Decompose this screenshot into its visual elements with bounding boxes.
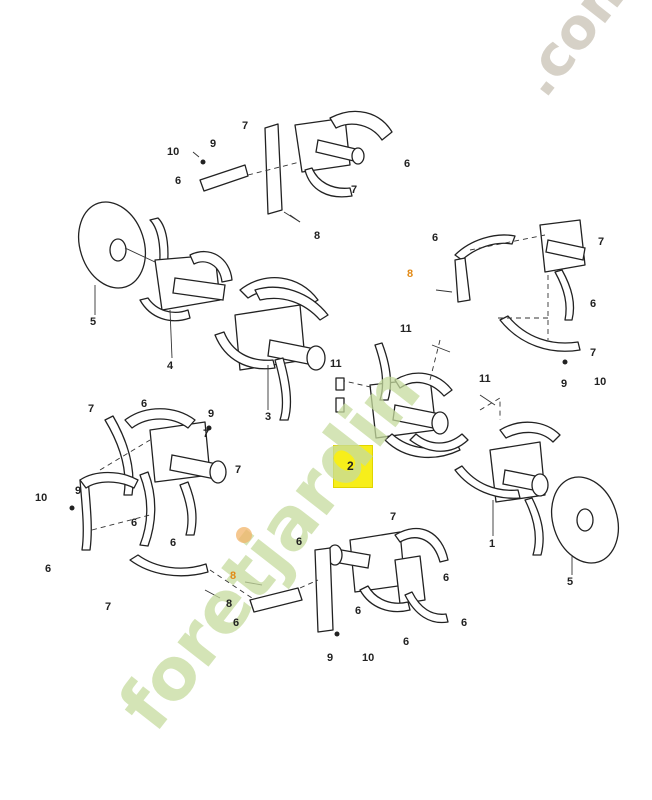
rotor-part-3 [214,277,329,421]
callout-10-bottom: 10 [362,652,375,664]
callout-6-right-mid: 6 [590,298,597,310]
callout-3: 3 [265,411,272,423]
callout-7-right-lower: 7 [590,347,597,359]
callout-6-top-left: 6 [175,175,182,187]
callout-7-left: 7 [88,403,95,415]
callout-10-left: 10 [35,492,48,504]
callout-8-bottom: 8 [226,598,233,610]
callout-6-bottom-c: 6 [233,617,240,629]
callout-11-mid: 11 [330,358,342,370]
callout-6-left-b: 6 [131,517,138,529]
callout-5-left: 5 [90,316,97,328]
callout-7-left-b: 7 [203,428,210,440]
rotor-part-1 [454,421,561,556]
callout-7-top: 7 [242,120,249,132]
callout-8-bottom-highlight: 8 [230,570,237,582]
callout-6-bottom-a: 6 [296,536,303,548]
callout-5-right: 5 [567,576,574,588]
callout-1: 1 [489,538,496,550]
callout-6-left-c: 6 [45,563,52,575]
callout-11-right: 11 [479,373,491,385]
callout-6-top-right: 6 [404,158,411,170]
callout-10-top: 10 [167,146,180,158]
callout-6-bottom-f: 6 [403,636,410,648]
callout-4: 4 [167,360,174,372]
callout-6-left-d: 6 [170,537,177,549]
callout-6-bottom-e: 6 [461,617,468,629]
callout-9-left: 9 [75,485,82,497]
callout-7-left-c: 7 [235,464,242,476]
rotor-part-2[interactable] [335,339,501,459]
callout-11-top: 11 [400,323,412,335]
right-upper-flange [435,219,586,365]
callout-7-top-mid: 7 [351,184,358,196]
rotor-part-4 [139,217,233,359]
callout-6-bottom-d: 6 [355,605,362,617]
callout-8-right: 8 [407,268,414,280]
callout-6-right-upper: 6 [432,232,439,244]
callout-6-bottom-b: 6 [443,572,450,584]
callout-7-right-upper: 7 [598,236,605,248]
part-2-highlight[interactable] [333,445,373,488]
callout-2-highlighted[interactable]: 2 [347,459,354,473]
callout-9-right: 9 [561,378,568,390]
bottom-flange-assembly [129,527,449,637]
callout-7-bottom-left: 7 [105,601,112,613]
callout-6-left-a: 6 [141,398,148,410]
callout-7-bottom-top: 7 [390,511,397,523]
callout-8-top: 8 [314,230,321,242]
callout-10-right: 10 [594,376,607,388]
left-disc-part-5 [78,201,156,315]
top-flange-assembly [192,110,393,223]
callout-9-left-mid: 9 [208,408,215,420]
right-disc-part-5 [551,476,619,575]
left-middle-assembly [69,408,227,551]
callout-9-top: 9 [210,138,217,150]
callout-9-bottom: 9 [327,652,334,664]
